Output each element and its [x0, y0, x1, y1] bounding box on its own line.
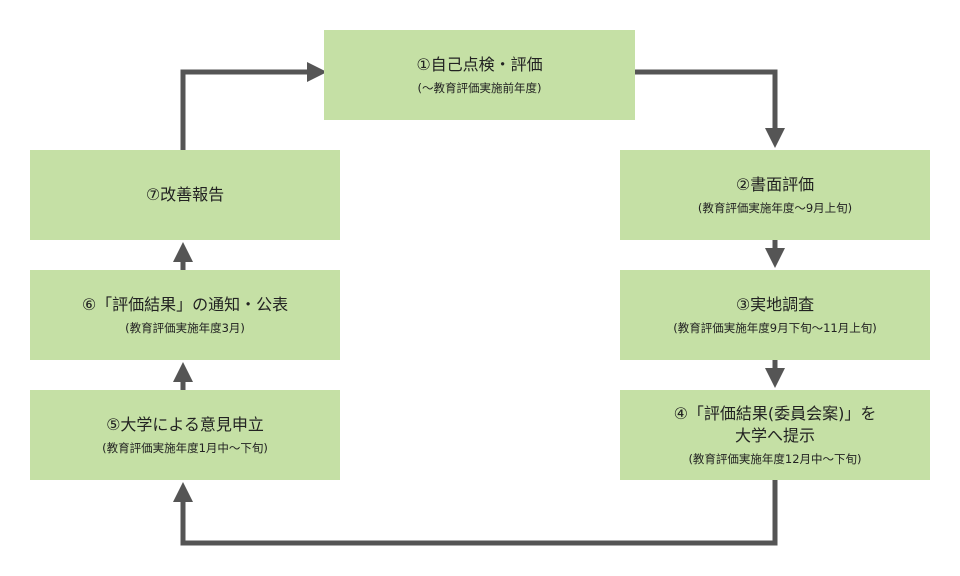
step-6-notification: ⑥「評価結果」の通知・公表 (教育評価実施年度3月) — [30, 270, 340, 360]
step-4-title-line-1: ④「評価結果(委員会案)」を — [673, 404, 877, 423]
step-3-site-visit: ③実地調査 (教育評価実施年度9月下旬〜11月上旬) — [620, 270, 930, 360]
step-5-period: (教育評価実施年度1月中〜下旬) — [102, 441, 268, 455]
step-1-period: (〜教育評価実施前年度) — [417, 81, 542, 95]
step-7-improvement-report: ⑦改善報告 — [30, 150, 340, 240]
step-4-title-line-2: 大学へ提示 — [734, 426, 815, 445]
step-3-title: ③実地調査 — [735, 295, 815, 314]
step-2-title: ②書面評価 — [735, 175, 815, 194]
arrow-4-to-5 — [173, 480, 778, 546]
step-6-period: (教育評価実施年度3月) — [125, 321, 245, 335]
step-5-university-appeal: ⑤大学による意見申立 (教育評価実施年度1月中〜下旬) — [30, 390, 340, 480]
step-2-period: (教育評価実施年度〜9月上旬) — [697, 201, 853, 215]
step-4-period: (教育評価実施年度12月中〜下旬) — [688, 452, 862, 466]
arrow-1-to-2 — [635, 69, 785, 148]
step-5-title: ⑤大学による意見申立 — [106, 415, 264, 434]
step-3-period: (教育評価実施年度9月下旬〜11月上旬) — [673, 321, 877, 335]
step-2-document-review: ②書面評価 (教育評価実施年度〜9月上旬) — [620, 150, 930, 240]
step-1-title: ①自己点検・評価 — [416, 55, 543, 74]
step-7-title: ⑦改善報告 — [145, 185, 225, 204]
step-4-draft-results: ④「評価結果(委員会案)」を 大学へ提示 (教育評価実施年度12月中〜下旬) — [620, 390, 930, 480]
step-1-self-inspection: ①自己点検・評価 (〜教育評価実施前年度) — [324, 30, 635, 120]
step-6-title: ⑥「評価結果」の通知・公表 — [81, 295, 289, 314]
arrow-7-to-1 — [180, 62, 327, 150]
